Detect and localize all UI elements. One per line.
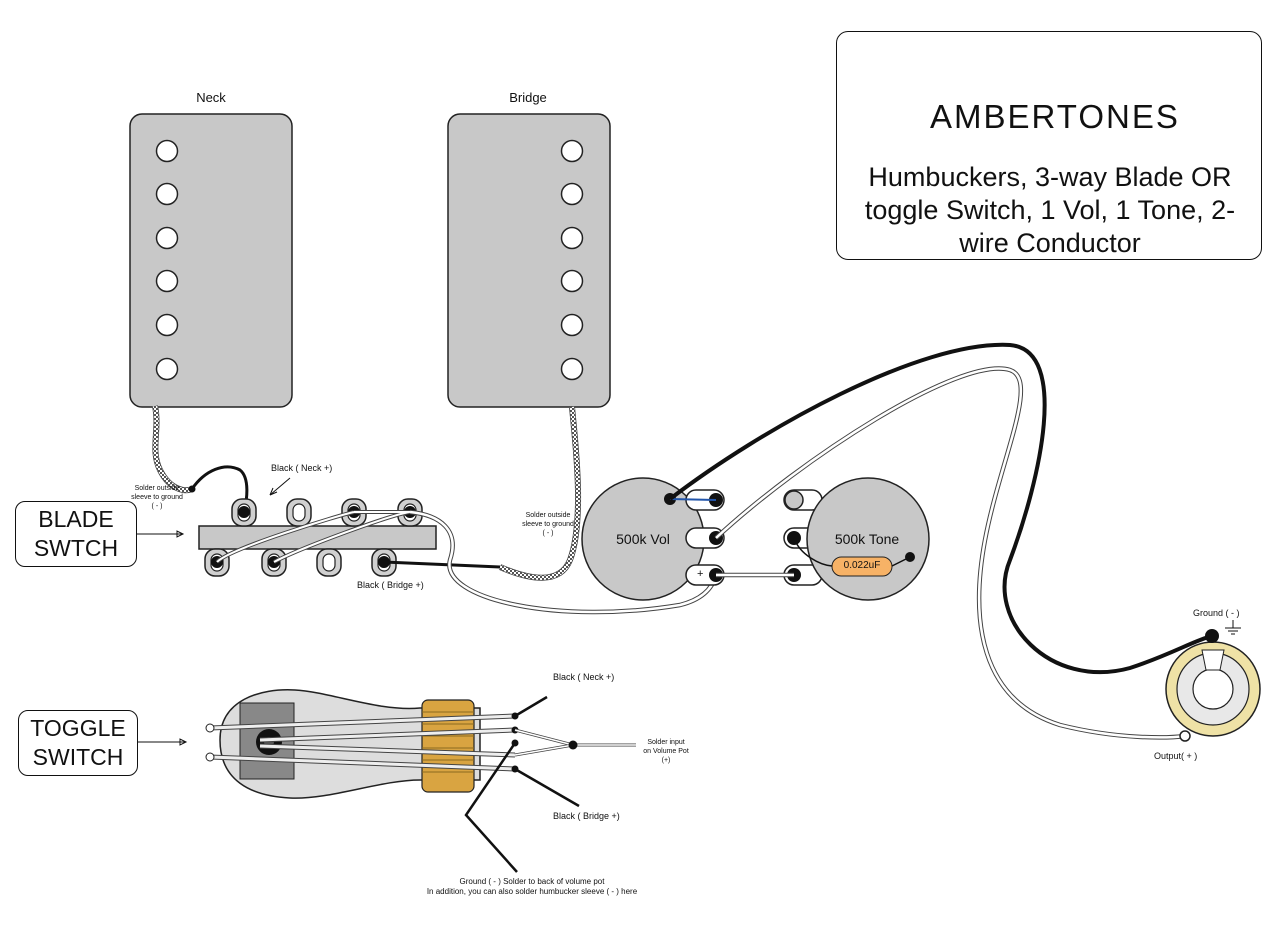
blade-switch-label: BLADE SWTCH: [15, 501, 137, 567]
bridge-sleeve-note-line3: ( - ): [542, 530, 554, 537]
jack-ground-label: Ground ( - ): [1193, 608, 1240, 618]
toggle-solder-input-line1: Solder input: [647, 739, 685, 746]
tone-pot-label: 500k Tone: [834, 531, 900, 547]
bridge-sleeve-note-line2: sleeve to ground: [522, 521, 574, 528]
blade-black-neck-label: Black ( Neck +): [271, 463, 333, 473]
blade-switch-label-line1: BLADE: [38, 506, 114, 532]
toggle-ground-note: Ground ( - ) Solder to back of volume po…: [427, 877, 637, 897]
toggle-label-arrow: [138, 738, 188, 746]
blade-label-arrow: [137, 530, 185, 538]
blade-black-bridge-label: Black ( Bridge +): [357, 580, 424, 590]
toggle-solder-input-line2: on Volume Pot: [643, 748, 689, 755]
brand-logo-text: AMBERTONES: [930, 98, 1180, 135]
neck-hot-arrow: [269, 477, 291, 496]
ground-wire-to-jack: [668, 342, 1213, 675]
neck-sleeve-note-line1: Solder outside: [134, 485, 180, 492]
bridge-pickup-label: Bridge: [509, 90, 547, 105]
capacitor-label: 0.022uF: [843, 560, 881, 571]
tone-pot: [783, 477, 930, 601]
bridge-sleeve-note-line1: Solder outside: [525, 512, 571, 519]
jack-output-label: Output( + ): [1154, 751, 1198, 761]
bridge-pickup: [447, 113, 611, 408]
toggle-black-bridge-label: Black ( Bridge +): [553, 811, 620, 821]
toggle-switch-label-line1: TOGGLE: [30, 715, 126, 741]
neck-sleeve-note: Solder outside sleeve to ground ( - ): [131, 484, 183, 511]
bridge-sleeve-note: Solder outside sleeve to ground ( - ): [522, 511, 574, 538]
neck-sleeve-note-line3: ( - ): [151, 503, 163, 510]
bridge-pickup-poles: [560, 139, 584, 381]
toggle-black-neck-label: Black ( Neck +): [553, 672, 615, 682]
neck-sleeve-note-line2: sleeve to ground: [131, 494, 183, 501]
output-jack: [1165, 620, 1261, 742]
brand-box: [836, 31, 1262, 260]
toggle-solder-input-line3: (+): [661, 757, 671, 764]
toggle-switch: [205, 689, 636, 873]
ground-symbol-icon: [1225, 620, 1241, 635]
neck-pickup: [129, 113, 293, 408]
toggle-switch-label-line2: SWITCH: [32, 744, 124, 770]
neck-braided-cable: [152, 405, 194, 494]
volume-pot-label: 500k Vol: [616, 531, 670, 547]
blade-switch-label-line2: SWTCH: [33, 535, 119, 561]
toggle-ground-note-line1: Ground ( - ) Solder to back of volume po…: [459, 877, 605, 886]
bridge-hot-wire: [383, 560, 501, 569]
toggle-switch-label: TOGGLE SWITCH: [18, 710, 138, 776]
page-title: Humbuckers, 3-way Blade OR toggle Switch…: [864, 162, 1236, 258]
toggle-ground-note-line2: In addition, you can also solder humbuck…: [426, 887, 638, 896]
neck-pickup-label: Neck: [196, 90, 226, 105]
toggle-solder-input-note: Solder input on Volume Pot (+): [643, 738, 689, 765]
neck-pickup-poles: [155, 139, 179, 381]
volume-plus-mark: +: [697, 568, 704, 580]
bridge-braided-cable: [498, 406, 582, 581]
tone-capacitor: [831, 556, 893, 577]
